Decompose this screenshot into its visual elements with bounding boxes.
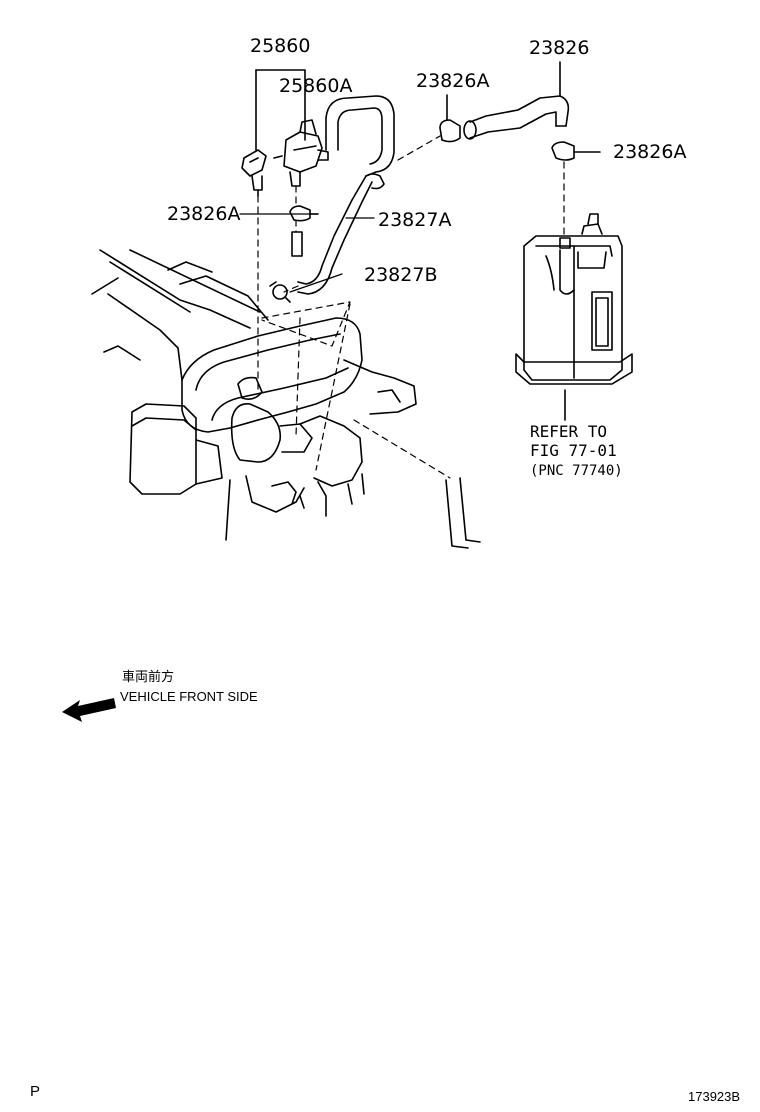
bracket-25860 — [255, 69, 306, 151]
part-23827B-clamp — [269, 281, 291, 303]
label-23826A-left[interactable]: 23826A — [167, 203, 241, 225]
direction-english: VEHICLE FRONT SIDE — [120, 689, 258, 704]
page-mark: P — [30, 1083, 41, 1100]
vehicle-front-arrow-icon — [62, 698, 116, 722]
label-25860A[interactable]: 25860A — [279, 75, 353, 97]
part-23827A-hose — [297, 95, 395, 295]
part-25860-connector — [241, 149, 267, 197]
figure-id: 173923B — [688, 1089, 741, 1104]
label-23826[interactable]: 23826 — [529, 37, 590, 59]
label-23827A[interactable]: 23827A — [378, 209, 452, 231]
part-23826A-top-clamp — [439, 94, 461, 143]
engine-assembly — [91, 249, 481, 549]
label-23826A-top[interactable]: 23826A — [416, 70, 490, 92]
reference-line-3: (PNC 77740) — [530, 463, 623, 479]
reference-line-1: REFER TO — [530, 422, 608, 441]
part-23826-hose — [463, 61, 570, 140]
label-leaders — [239, 213, 375, 293]
dashed-leaders — [257, 135, 565, 479]
part-23826A-right-clamp — [551, 141, 601, 161]
reference-line-2: FIG 77-01 — [530, 441, 617, 460]
label-23827B[interactable]: 23827B — [364, 264, 438, 286]
label-25860[interactable]: 25860 — [250, 35, 311, 57]
label-23826A-right[interactable]: 23826A — [613, 141, 687, 163]
part-25860A-valve — [273, 119, 329, 187]
direction-japanese: 車両前方 — [122, 669, 175, 684]
charcoal-canister — [515, 213, 633, 421]
